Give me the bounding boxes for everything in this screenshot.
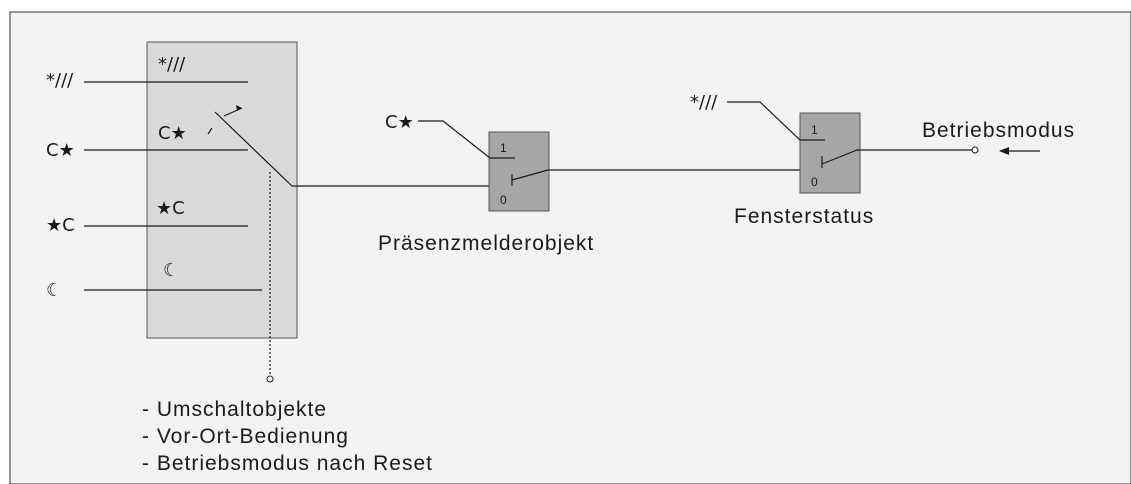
- note-switch-objects: - Umschaltobjekte: [142, 398, 327, 421]
- comfort-icon: Ϲ★: [46, 140, 75, 161]
- standby-icon: ★Ϲ: [46, 215, 75, 236]
- presence-one-label: 1: [500, 141, 507, 155]
- presence-zero-label: 0: [500, 193, 507, 207]
- window-one-label: 1: [811, 123, 818, 137]
- window-switch: [821, 149, 858, 165]
- output-terminal: [971, 146, 979, 154]
- note-local-operation: - Vor-Ort-Bedienung: [142, 425, 349, 448]
- output-label: Betriebsmodus: [922, 119, 1075, 142]
- frost-protection-icon: *///: [158, 54, 186, 75]
- presence-block-label: Präsenzmelderobjekt: [378, 232, 594, 255]
- standby-icon: ★Ϲ: [156, 198, 185, 219]
- note-reset-mode: - Betriebsmodus nach Reset: [142, 452, 433, 475]
- night-icon: ☾: [163, 260, 179, 281]
- window-zero-label: 0: [811, 175, 818, 189]
- window-input-line: [727, 101, 825, 141]
- output-arrowhead-icon: [999, 147, 1009, 155]
- selector-switch-arm: [214, 111, 293, 187]
- night-icon: ☾: [46, 280, 62, 301]
- mode-selector-panel: [146, 41, 298, 339]
- window-block-label: Fensterstatus: [734, 205, 874, 228]
- presence-block: [488, 131, 550, 212]
- comfort-icon: Ϲ★: [385, 112, 414, 133]
- presence-input-line: [418, 120, 515, 159]
- selector-arrowhead-icon: [236, 105, 242, 111]
- comfort-icon: Ϲ★: [158, 123, 187, 144]
- frost-protection-icon: *///: [46, 70, 74, 91]
- presence-switch: [511, 169, 549, 181]
- control-terminal: [266, 375, 274, 383]
- selector-arrow-small-icon: [207, 127, 213, 135]
- frost-protection-icon: *///: [690, 92, 718, 113]
